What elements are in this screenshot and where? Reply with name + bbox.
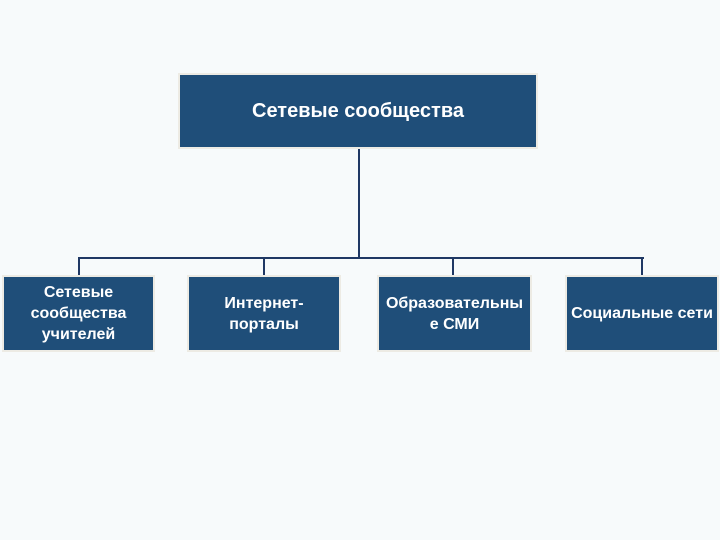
node-social-networks-label: Социальные сети	[571, 305, 713, 322]
node-social-networks: Социальные сети	[565, 275, 719, 352]
node-teacher-communities: Сетевые сообщества учителей	[2, 275, 155, 352]
node-root: Сетевые сообщества	[178, 73, 538, 149]
node-educational-media-label: Образовательны е СМИ	[385, 294, 524, 333]
connector-drop-4	[641, 257, 643, 275]
connector-crossbar	[78, 257, 644, 259]
node-teacher-communities-label: Сетевые сообщества учителей	[30, 284, 127, 343]
node-educational-media: Образовательны е СМИ	[377, 275, 532, 352]
node-internet-portals: Интернет- порталы	[187, 275, 341, 352]
node-root-label: Сетевые сообщества	[252, 99, 464, 122]
connector-drop-3	[452, 257, 454, 275]
connector-drop-2	[263, 257, 265, 275]
connector-drop-1	[78, 257, 80, 275]
connector-stem	[358, 149, 360, 258]
node-internet-portals-label: Интернет- порталы	[224, 294, 304, 333]
